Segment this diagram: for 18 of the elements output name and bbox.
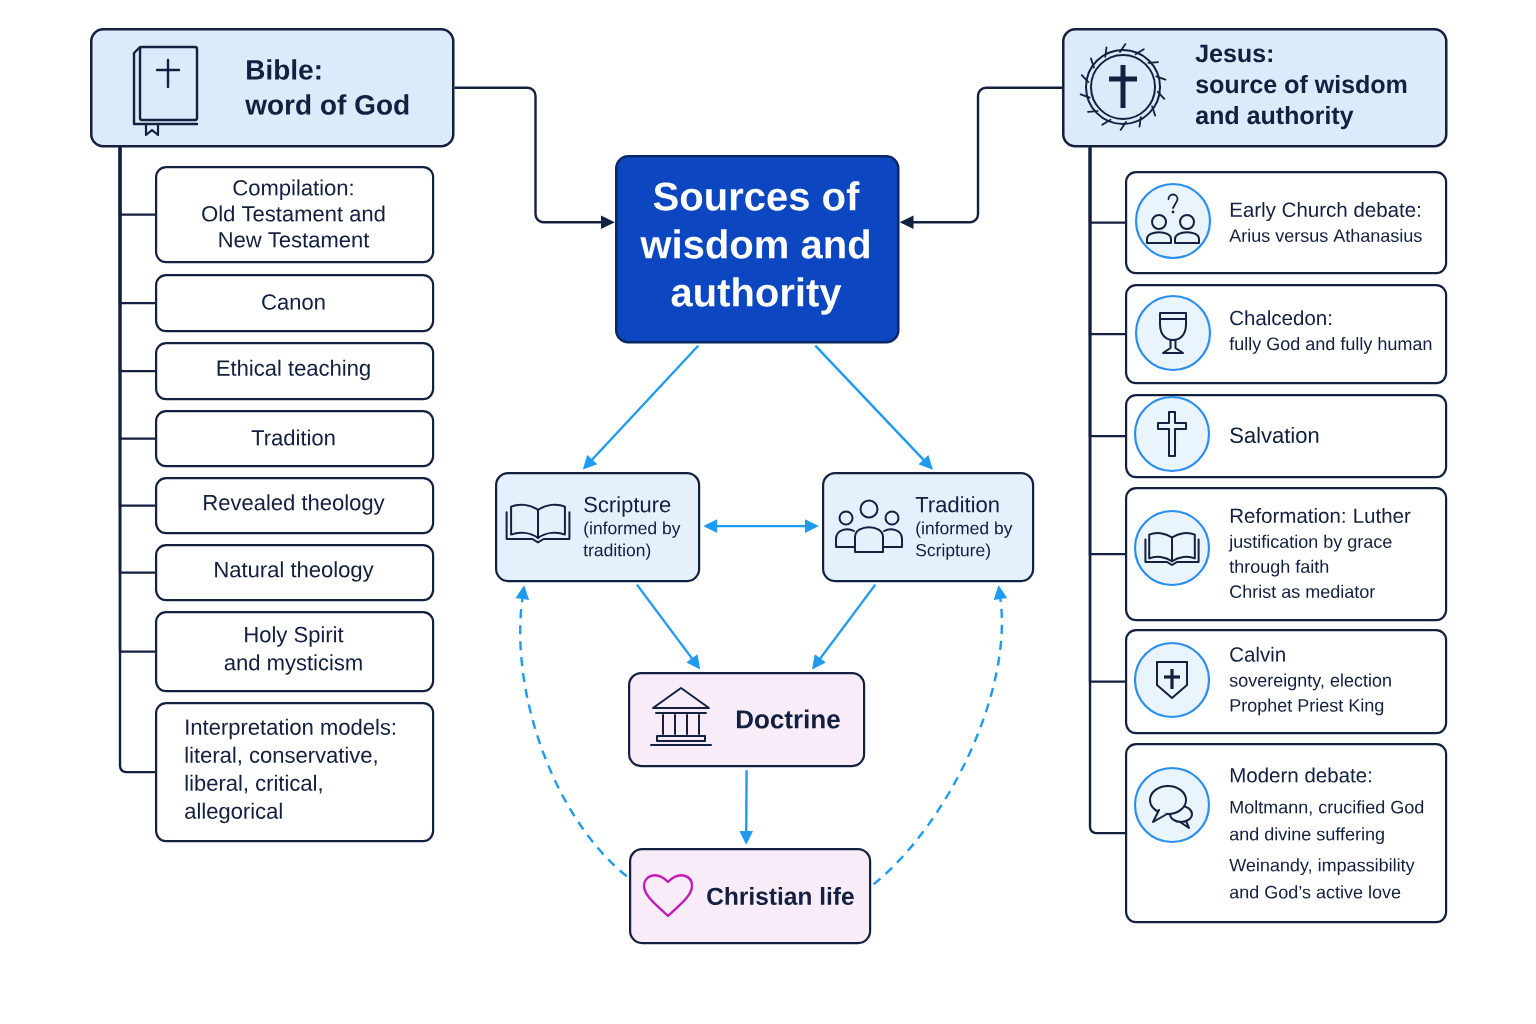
concept-box: Christian life [629, 848, 872, 945]
category-box: Bible: word of God [90, 28, 455, 148]
topic-box: Modern debate: Moltmann, crucified God and divine suffering Weinandy, impassibility and God’s active love [1125, 743, 1448, 924]
topic-box: Natural theology [155, 544, 435, 602]
topic-box: Tradition [155, 410, 435, 468]
concept-box: Doctrine [628, 672, 866, 768]
connector-line [1088, 147, 1125, 835]
topic-box: Ethical teaching [155, 342, 435, 401]
topic-box: Holy Spirit and mysticism [155, 611, 435, 693]
concept-box: Scripture (informed by tradition) [495, 472, 701, 583]
topic-box: Canon [155, 274, 435, 333]
connector-line [118, 147, 155, 774]
topic-box: Revealed theology [155, 477, 435, 535]
concept-box: Tradition (informed by Scripture) [822, 472, 1035, 583]
topic-box: Interpretation models: literal, conservative, liberal, critical, allegorical [155, 702, 435, 843]
category-box: Jesus: source of wisdom and authority [1062, 28, 1448, 148]
topic-box: Compilation: Old Testament and New Testament [155, 166, 435, 264]
central-box: Sources of wisdom and authority [615, 155, 900, 344]
